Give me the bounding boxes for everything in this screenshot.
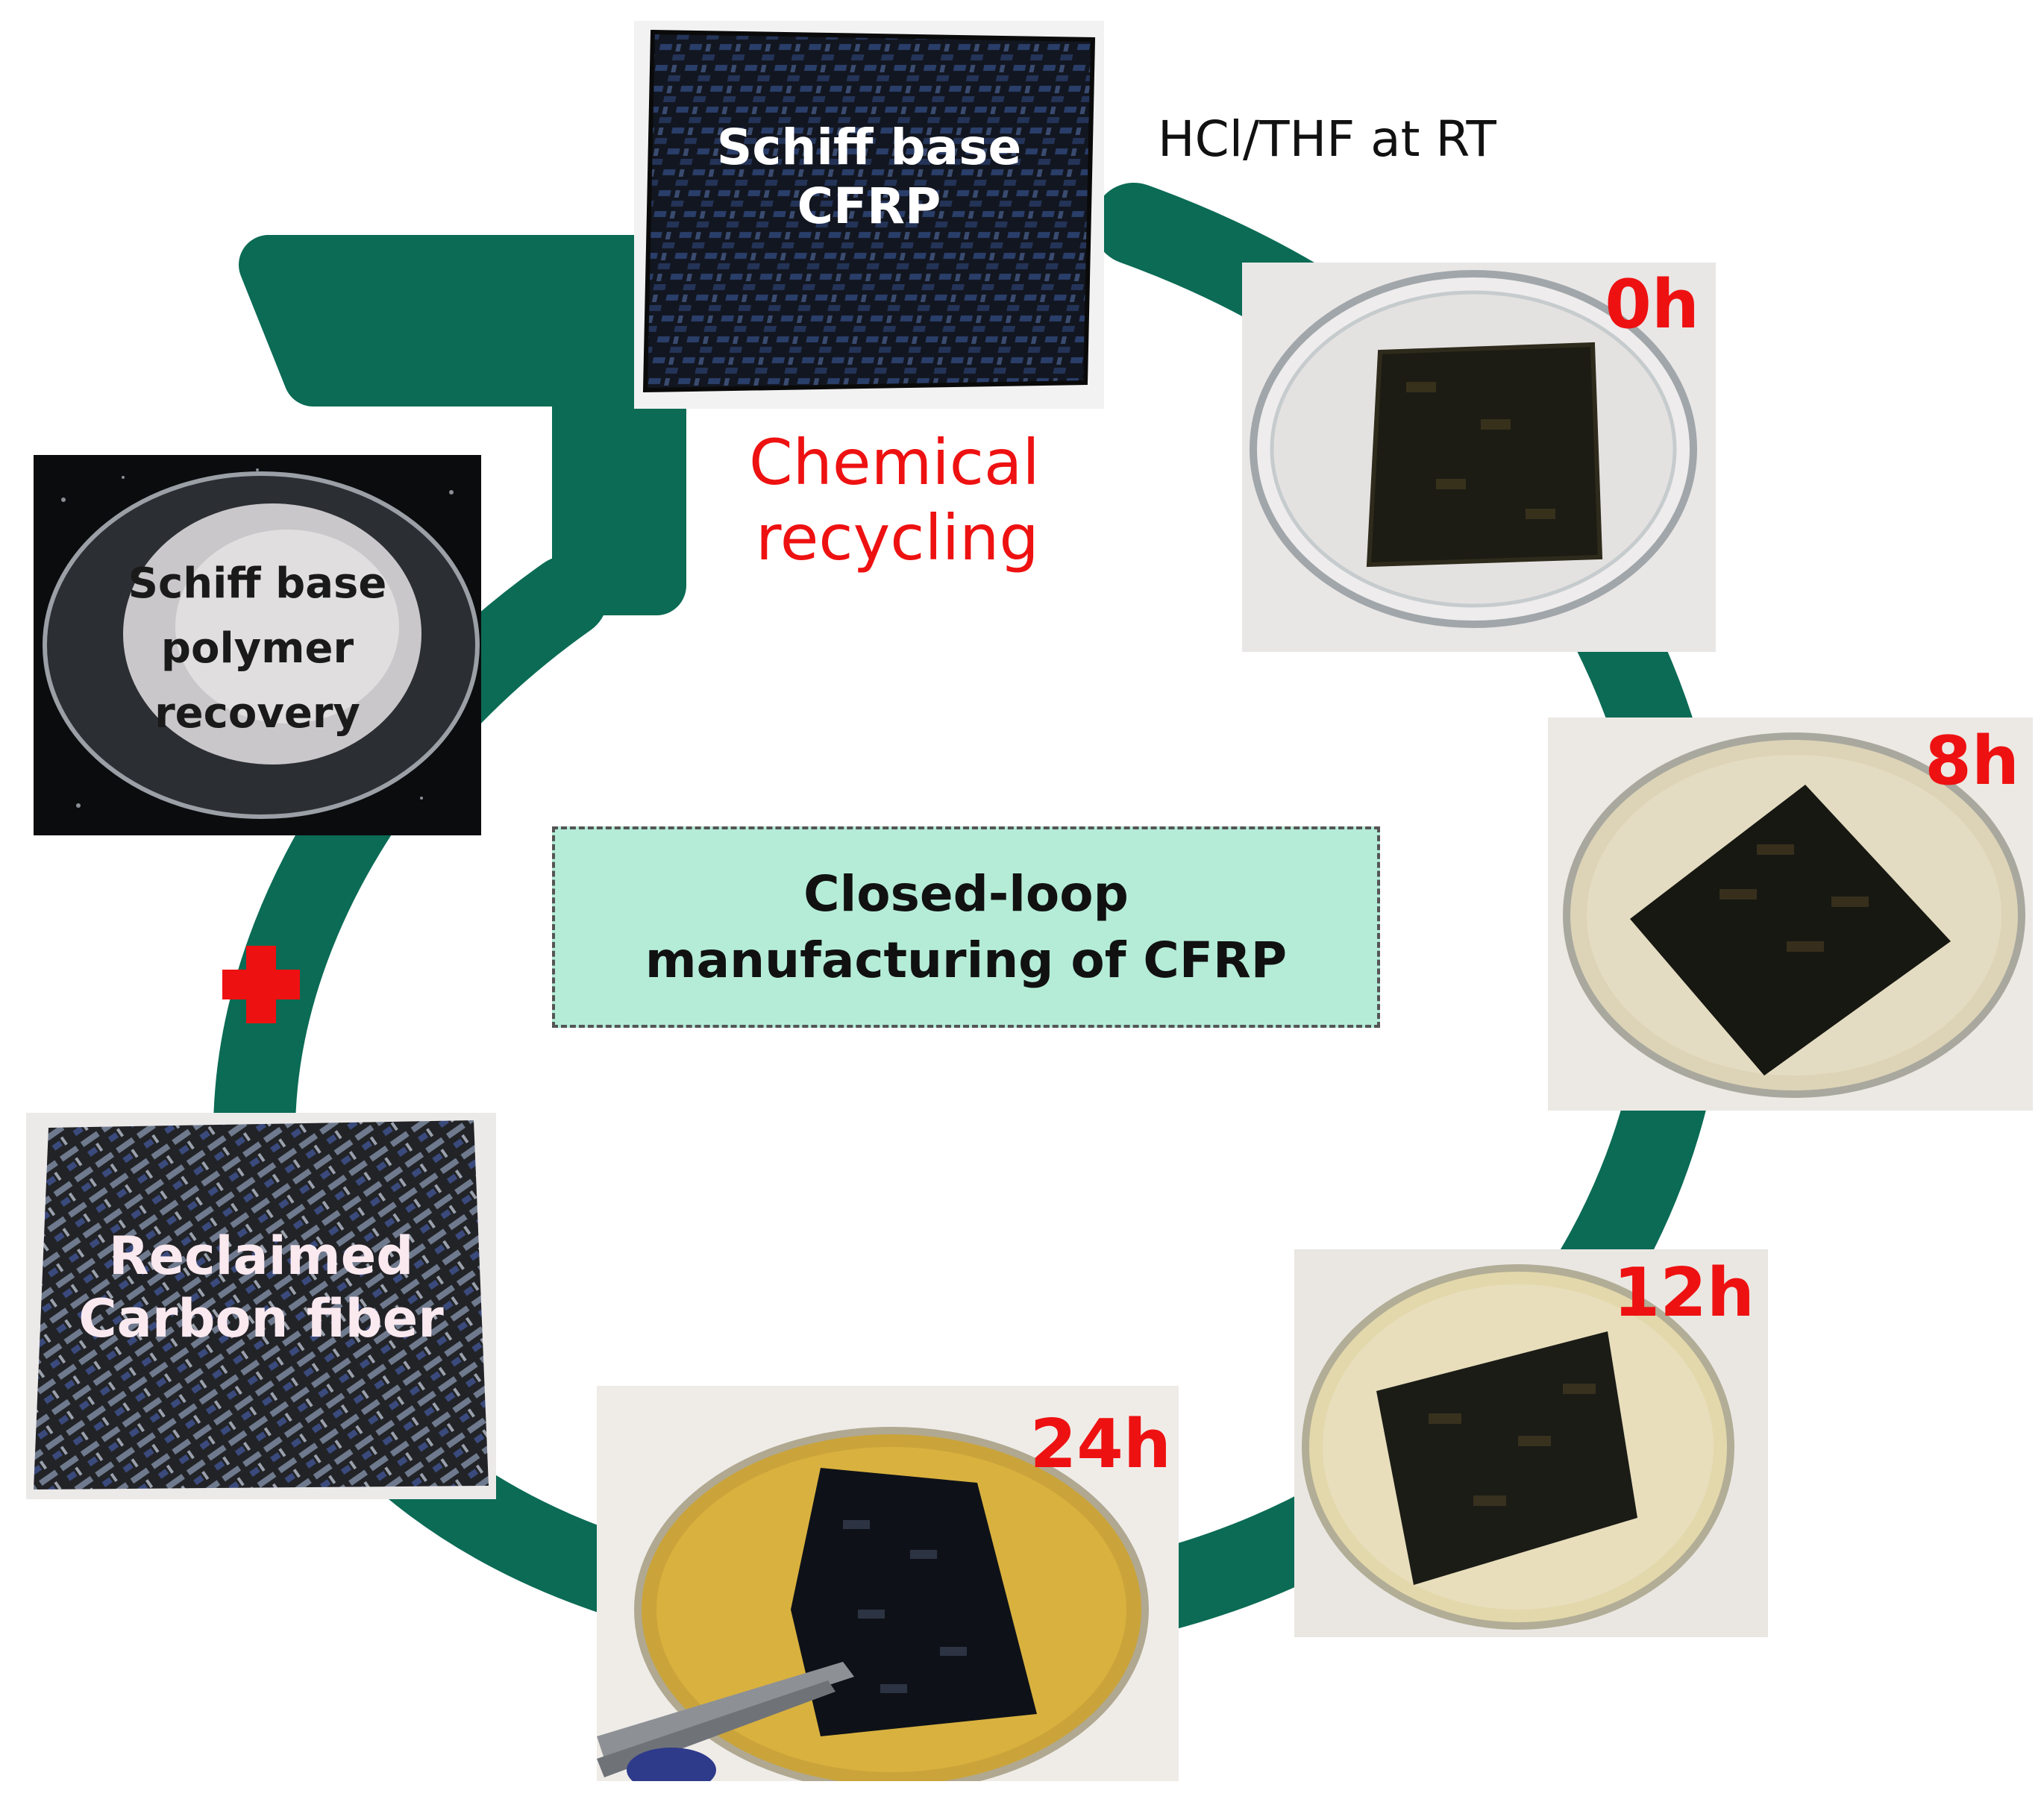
- cfrp-label-line2: CFRP: [797, 178, 941, 236]
- polymer-recovery-photo: Schiff base polymer recovery: [34, 455, 481, 835]
- closed-loop-caption-line1: Closed-loop: [803, 864, 1129, 923]
- dish-photo-0h: 0h: [1242, 263, 1716, 652]
- time-label-24h: 24h: [1029, 1405, 1171, 1484]
- time-label-12h: 12h: [1613, 1254, 1755, 1332]
- closed-loop-caption-box: Closed-loop manufacturing of CFRP: [552, 826, 1380, 1028]
- dish-photo-8h: 8h: [1548, 718, 2033, 1111]
- polymer-label-line2: polymer: [160, 624, 354, 673]
- polymer-label-line3: recovery: [154, 688, 360, 738]
- time-label-0h: 0h: [1605, 266, 1699, 344]
- polymer-label-line1: Schiff base: [128, 559, 387, 608]
- closed-loop-caption-line2: manufacturing of CFRP: [645, 932, 1288, 989]
- dish-photo-12h: 12h: [1294, 1249, 1768, 1637]
- cfrp-photo: Schiff base CFRP: [634, 21, 1104, 409]
- carbon-fiber-label-line2: Carbon fiber: [78, 1288, 444, 1349]
- chemical-recycling-line2: recycling: [756, 500, 1039, 574]
- time-label-8h: 8h: [1925, 722, 2019, 800]
- chemical-recycling-line1: Chemical: [749, 426, 1040, 499]
- dish-photo-24h: 24h: [597, 1386, 1179, 1781]
- reagent-label: HCl/THF at RT: [1158, 110, 1496, 168]
- plus-icon: [222, 946, 300, 1023]
- cfrp-label-line1: Schiff base: [716, 119, 1022, 176]
- chemical-recycling-label: Chemical recycling: [716, 425, 1040, 576]
- carbon-fiber-photo: Reclaimed Carbon fiber: [26, 1113, 496, 1499]
- carbon-fiber-label-line1: Reclaimed: [108, 1225, 414, 1287]
- closed-loop-caption: Closed-loop manufacturing of CFRP: [645, 861, 1287, 993]
